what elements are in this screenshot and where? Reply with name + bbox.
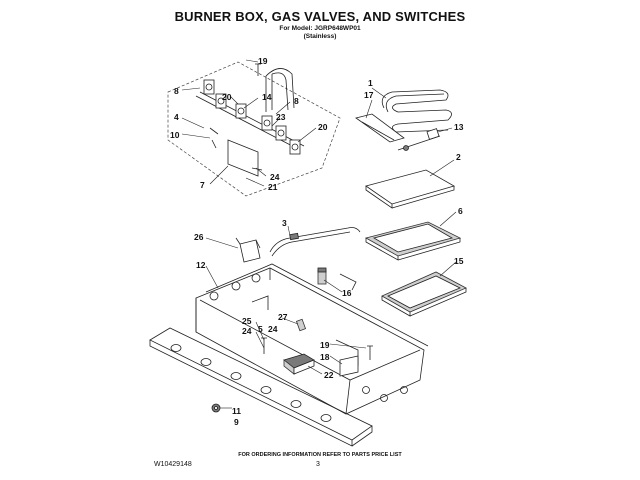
callout-24-top: 24 — [270, 172, 280, 182]
callout-16: 16 — [342, 288, 352, 298]
callout-11: 11 — [232, 406, 241, 416]
drip-tray-15 — [381, 271, 467, 317]
callout-9: 9 — [234, 417, 239, 427]
screw — [367, 345, 373, 360]
callout-19-top: 19 — [258, 56, 268, 66]
gas-valve — [261, 115, 273, 131]
model-number: For Model: JGRP648WP01 — [279, 25, 361, 32]
callout-23: 23 — [276, 112, 286, 122]
callout-13: 13 — [454, 122, 464, 132]
callout-20-right: 20 — [318, 122, 328, 132]
callout-8-left: 8 — [174, 86, 179, 96]
callout-25: 25 — [242, 316, 252, 326]
switch-bracket — [339, 355, 359, 377]
callout-12: 12 — [196, 260, 206, 270]
gas-tube — [269, 227, 361, 257]
callout-17: 17 — [364, 90, 374, 100]
callout-5: 5 — [258, 324, 263, 334]
gas-valve — [203, 79, 215, 95]
knob-hole — [290, 400, 302, 408]
knob-hole — [260, 386, 272, 394]
knob-hole — [200, 358, 212, 366]
burner-box — [195, 263, 429, 415]
page-title: BURNER BOX, GAS VALVES, AND SWITCHES — [174, 9, 466, 24]
knob-hole — [170, 344, 182, 352]
gas-valve — [235, 103, 247, 119]
element-terminal — [397, 128, 441, 151]
bolt — [261, 337, 267, 354]
callout-1: 1 — [368, 78, 373, 88]
callout-10: 10 — [170, 130, 180, 140]
gas-valve — [275, 125, 287, 141]
document-number: W10429148 — [154, 461, 192, 468]
callout-labels: 19 8 20 14 8 4 23 10 20 24 7 21 1 17 13 … — [170, 56, 464, 427]
drip-tray-2 — [365, 169, 456, 209]
callout-20-left: 20 — [222, 92, 232, 102]
callout-21: 21 — [268, 182, 278, 192]
callout-27: 27 — [278, 312, 288, 322]
leader-lines — [181, 59, 457, 409]
callout-22: 22 — [324, 370, 334, 380]
mounting-bracket — [235, 237, 261, 263]
callout-18: 18 — [320, 352, 330, 362]
element-bracket — [355, 113, 405, 143]
spark-module — [317, 267, 327, 285]
nut — [211, 403, 221, 413]
callout-26: 26 — [194, 232, 204, 242]
ordering-note: FOR ORDERING INFORMATION REFER TO PARTS … — [238, 452, 402, 458]
gas-valve — [289, 139, 301, 155]
callout-8-right: 8 — [294, 96, 299, 106]
drip-tray-6 — [364, 221, 462, 261]
callout-19-bottom: 19 — [320, 340, 330, 350]
callout-24-right: 24 — [268, 324, 278, 334]
junction-box — [283, 353, 315, 375]
callout-4: 4 — [174, 112, 179, 122]
callout-6: 6 — [458, 206, 463, 216]
knob-hole — [320, 414, 332, 422]
heating-element — [381, 89, 452, 133]
gas-valve — [215, 93, 227, 109]
spark-switch — [295, 318, 307, 332]
page-number: 3 — [316, 461, 320, 468]
finish-label: (Stainless) — [303, 33, 337, 40]
valve-manifold-assembly — [167, 61, 341, 197]
callout-3: 3 — [282, 218, 287, 228]
callout-24-left: 24 — [242, 326, 252, 336]
callout-15: 15 — [454, 256, 464, 266]
callout-14: 14 — [262, 92, 272, 102]
knob-hole — [230, 372, 242, 380]
callout-2: 2 — [456, 152, 461, 162]
front-panel — [149, 327, 373, 447]
callout-7: 7 — [200, 180, 205, 190]
